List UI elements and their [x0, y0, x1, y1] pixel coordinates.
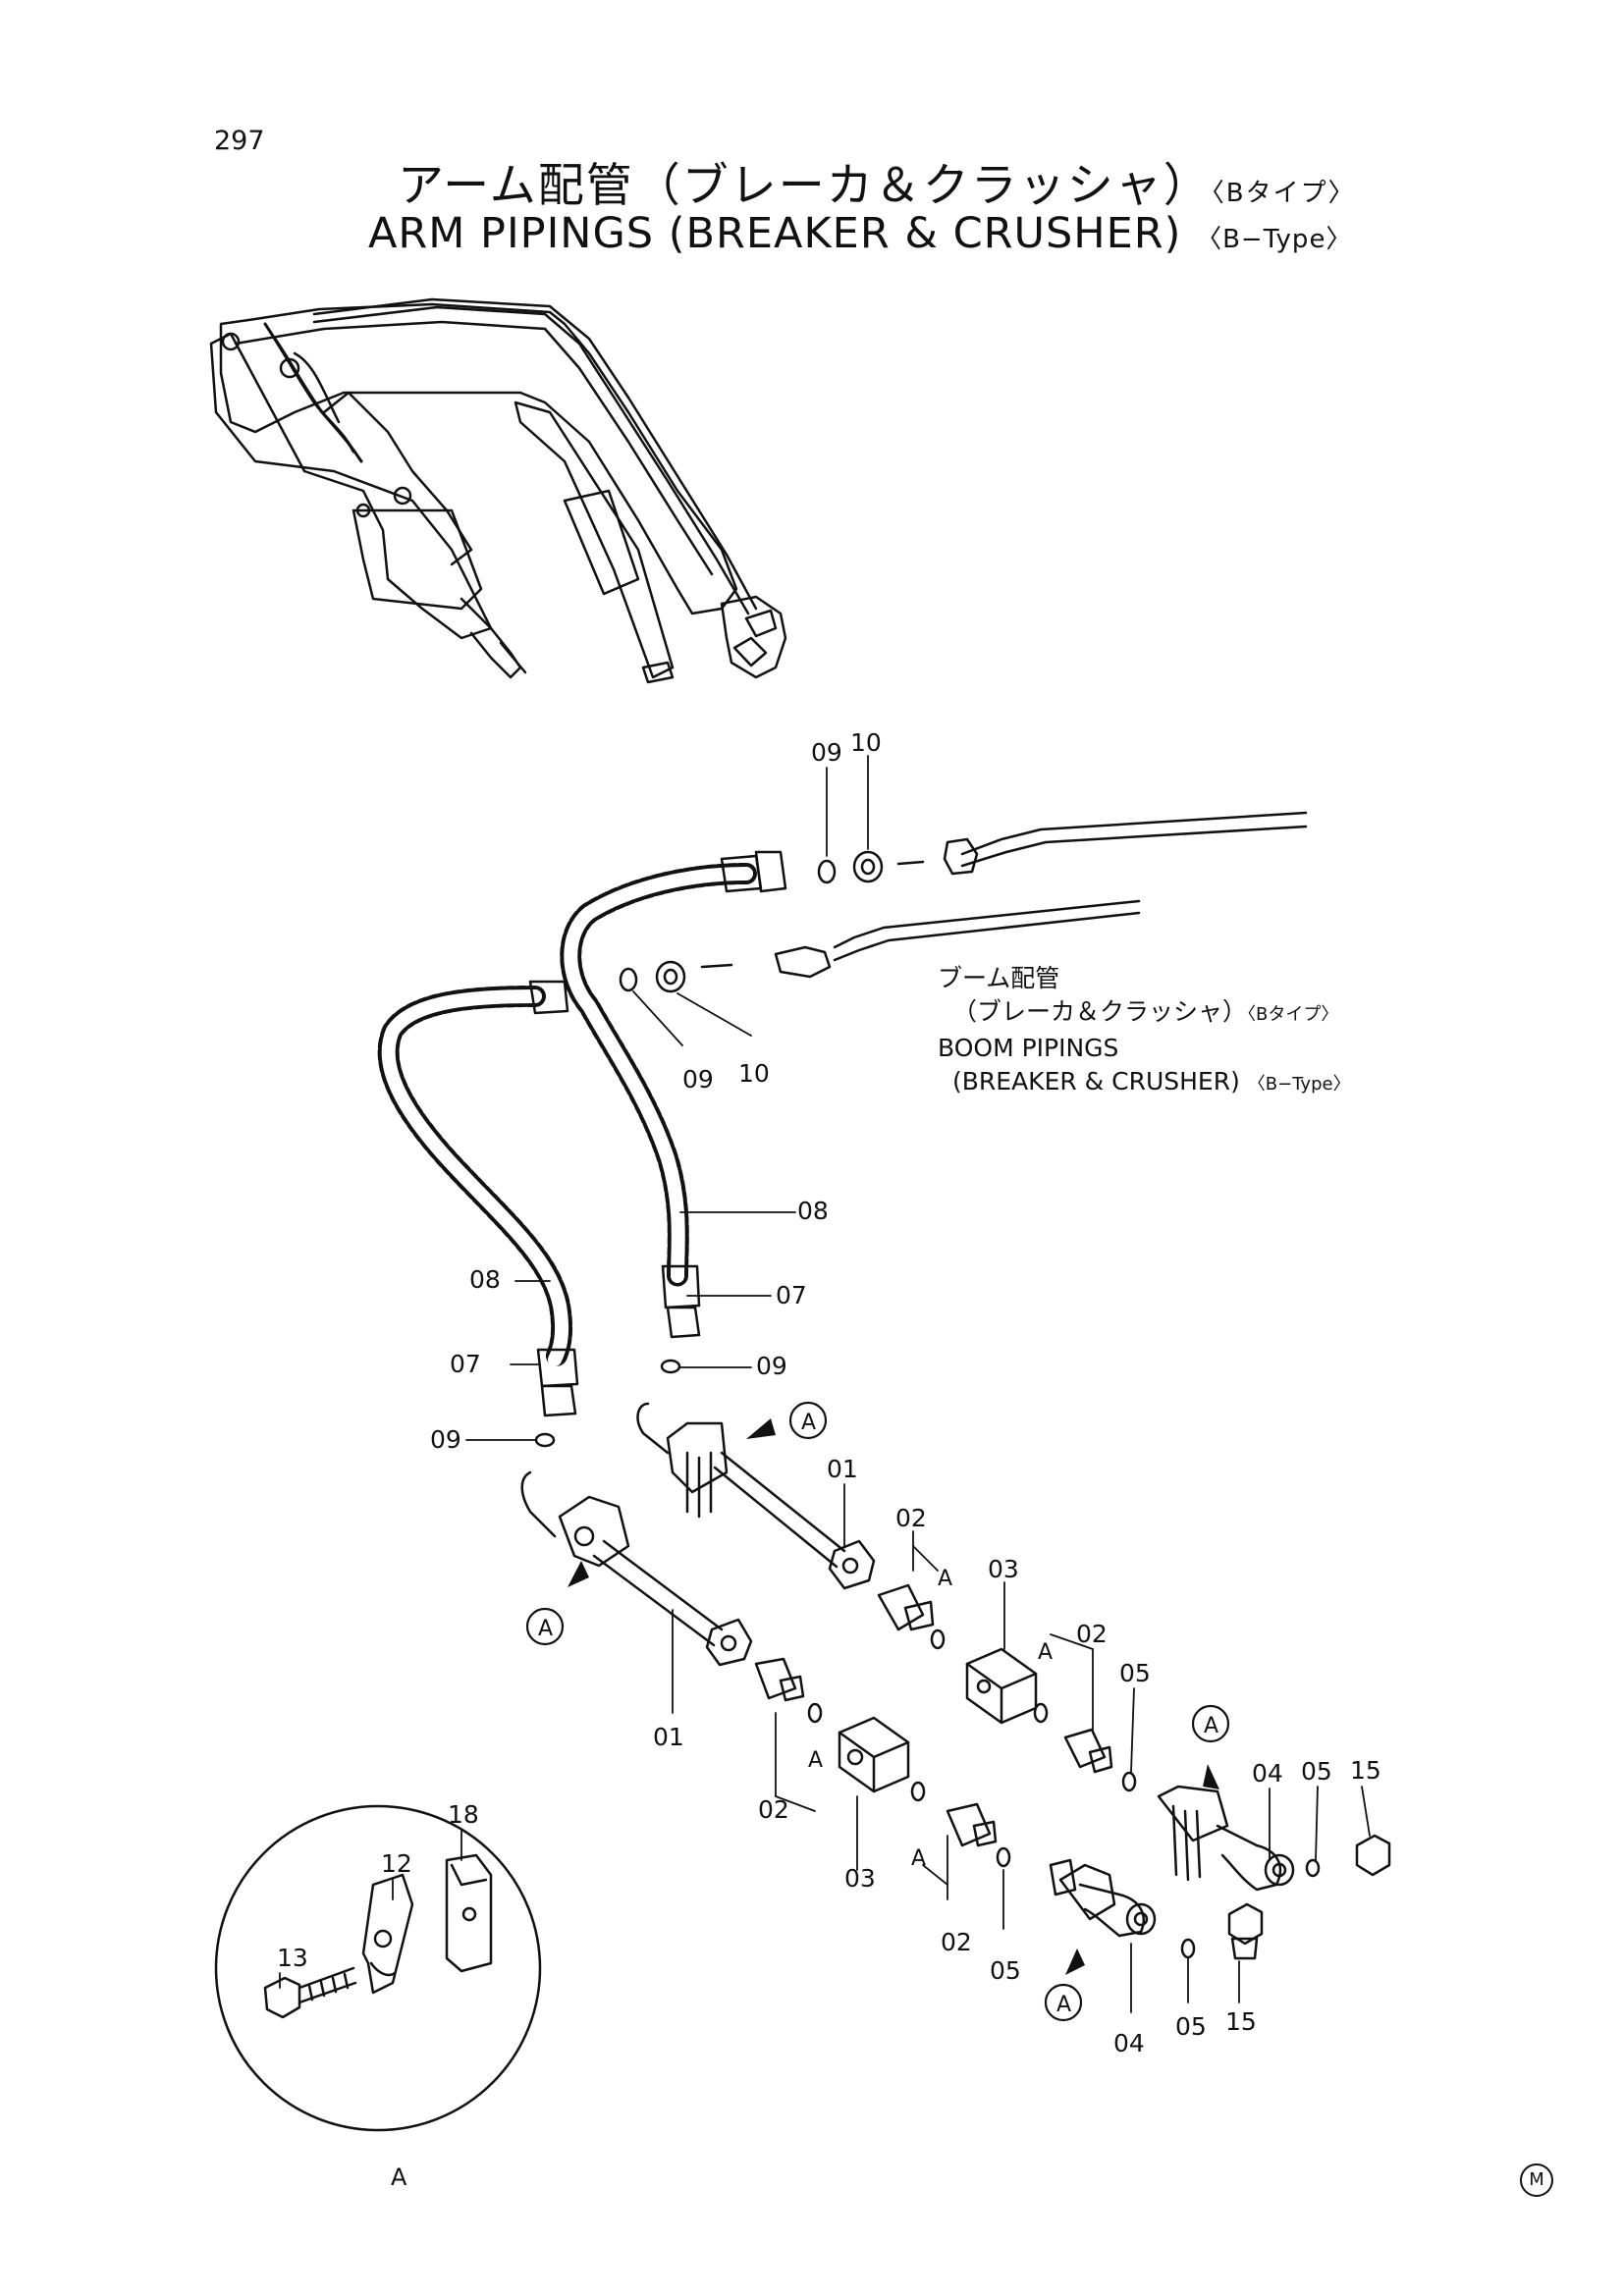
title-ja-type-tag: 〈Bタイプ〉 — [1211, 179, 1356, 208]
circled-a-callouts — [525, 1401, 1230, 2022]
boom-ref-line2-tag: 〈Bタイプ〉 — [1247, 1004, 1339, 1025]
page-number: 297 — [214, 126, 265, 156]
part-label-15: 15 — [1350, 1756, 1381, 1785]
part-label-02: 02 — [1076, 1620, 1108, 1648]
part-label-10: 10 — [738, 1059, 770, 1088]
adapters-02 — [754, 1583, 1113, 1847]
pipe-assembly-01-upper — [636, 1402, 876, 1590]
blocks-03 — [838, 1647, 1038, 1793]
part-label-07: 07 — [776, 1281, 807, 1309]
part-label-04: 04 — [1252, 1759, 1283, 1788]
callout-a-circle — [1191, 1704, 1230, 1743]
plugs-15 — [1227, 1834, 1391, 1960]
callout-a-circle — [788, 1401, 828, 1440]
part-label-12: 12 — [381, 1849, 412, 1878]
elbows-04 — [1049, 1785, 1295, 1938]
protective-spring-hoses — [377, 863, 757, 1370]
part-label-05: 05 — [1119, 1659, 1151, 1687]
part-label-18: 18 — [448, 1800, 479, 1829]
part-label-03: 03 — [988, 1555, 1019, 1583]
callout-a-letter: A — [1204, 1714, 1218, 1738]
callout-a-circle — [1044, 1983, 1083, 2022]
boom-ref-line2: （ブレーカ＆クラッシャ）〈Bタイプ〉 — [938, 995, 1351, 1032]
boom-pipes — [700, 811, 1308, 979]
detail-a-circle — [214, 1804, 542, 2132]
leader-lines — [279, 755, 1371, 2013]
part-label-13: 13 — [277, 1944, 308, 1972]
o-ring-09 — [660, 1359, 681, 1374]
title-english: ARM PIPINGS (BREAKER & CRUSHER) 〈B−Type〉 — [368, 209, 1352, 258]
callout-a-letter: A — [938, 1567, 952, 1591]
callout-a-letter: A — [808, 1748, 823, 1773]
boom-ref-line3: BOOM PIPINGS — [938, 1034, 1119, 1062]
part-label-04: 04 — [1113, 2029, 1145, 2057]
part-label-01: 01 — [827, 1455, 858, 1483]
part-label-08: 08 — [797, 1197, 829, 1225]
part-label-09: 09 — [682, 1065, 714, 1094]
part-label-02: 02 — [895, 1504, 927, 1532]
boom-ref-line1: ブーム配管 — [938, 964, 1060, 992]
title-japanese: アーム配管（ブレーカ＆クラッシャ）〈Bタイプ〉 — [398, 147, 1356, 215]
part-label-10: 10 — [850, 728, 882, 757]
part-label-05: 05 — [1301, 1757, 1332, 1786]
hose-fittings-07 — [528, 850, 787, 1417]
m-mark-icon: M — [1520, 2163, 1553, 2197]
detail-a-label: A — [391, 2163, 407, 2191]
title-ja-text: アーム配管（ブレーカ＆クラッシャ） — [398, 159, 1212, 213]
part-label-02: 02 — [941, 1928, 972, 1956]
part-label-01: 01 — [653, 1723, 684, 1751]
boom-ref-line4: (BREAKER & CRUSHER) 〈B−Type〉 — [938, 1065, 1351, 1101]
boom-ref-line4-text: (BREAKER & CRUSHER) — [952, 1067, 1240, 1095]
part-label-05: 05 — [990, 1956, 1021, 1985]
title-en-text: ARM PIPINGS (BREAKER & CRUSHER) — [368, 209, 1182, 258]
part-label-08: 08 — [469, 1265, 501, 1294]
callout-a-letter: A — [801, 1411, 816, 1435]
small-o-rings — [807, 1629, 1321, 1959]
part-label-09: 09 — [756, 1352, 787, 1380]
callout-a-letter: A — [1038, 1640, 1053, 1665]
part-label-07: 07 — [450, 1350, 481, 1378]
boom-ref-line2-text: （ブレーカ＆クラッシャ） — [952, 997, 1248, 1026]
part-label-03: 03 — [844, 1864, 876, 1893]
excavator-arm-overview-illustration — [209, 297, 787, 684]
title-en-type-tag: 〈B−Type〉 — [1196, 225, 1353, 254]
part-label-05: 05 — [1175, 2012, 1207, 2041]
callout-a-circle — [525, 1607, 565, 1646]
callout-a-letter: A — [538, 1617, 553, 1641]
boom-ref-line4-tag: 〈B−Type〉 — [1247, 1074, 1351, 1095]
callout-a-letter: A — [1056, 1993, 1071, 2017]
callout-pointers — [568, 1418, 1219, 1975]
part-label-09: 09 — [811, 738, 842, 767]
part-label-09: 09 — [430, 1425, 461, 1454]
upper-washers — [619, 850, 884, 993]
callout-a-letter: A — [911, 1846, 926, 1871]
part-label-02: 02 — [758, 1795, 789, 1824]
part-label-15: 15 — [1225, 2007, 1257, 2036]
pipe-assembly-01-lower — [520, 1470, 753, 1667]
boom-piping-reference: ブーム配管 （ブレーカ＆クラッシャ）〈Bタイプ〉 BOOM PIPINGS (B… — [938, 962, 1351, 1101]
o-ring-09 — [534, 1432, 556, 1448]
